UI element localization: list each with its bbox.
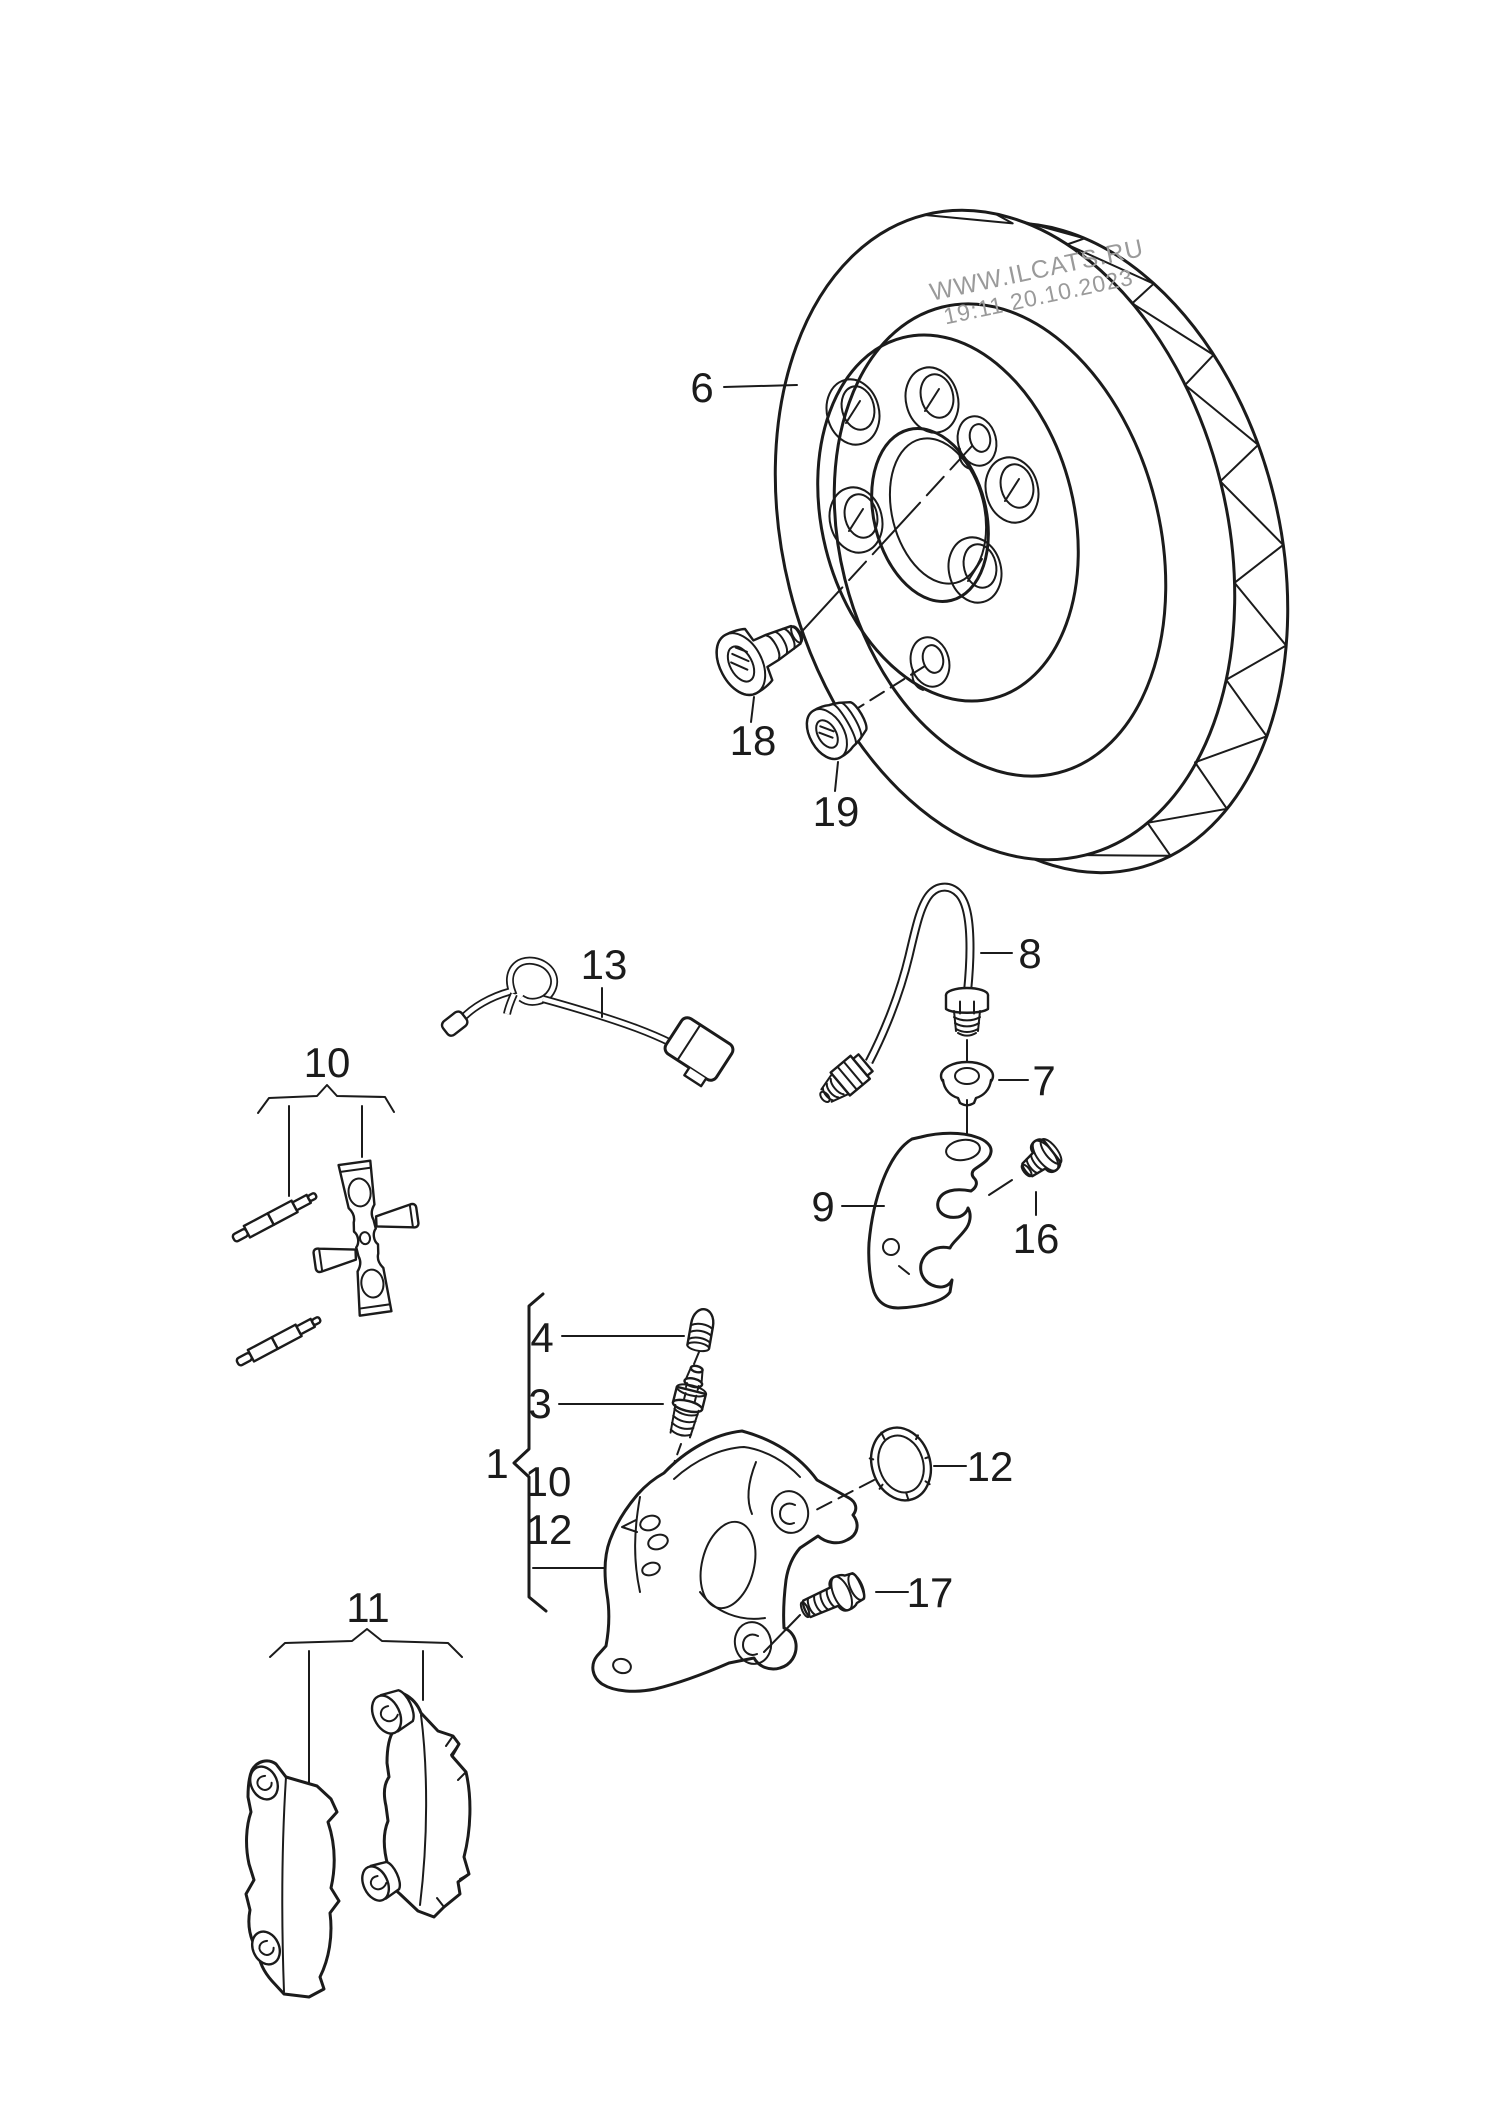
retainer-kit xyxy=(231,1084,420,1367)
hose-union-fitting xyxy=(944,986,990,1037)
leader-18 xyxy=(750,696,755,723)
brake-hose xyxy=(819,882,990,1103)
callout-13-label[interactable]: 13 xyxy=(581,941,628,988)
brace-11 xyxy=(269,1628,463,1658)
brake-pads xyxy=(244,1628,472,1999)
callout-10-label[interactable]: 10 xyxy=(304,1039,351,1086)
callout-18-label[interactable]: 18 xyxy=(730,717,777,764)
disc-lug-holes xyxy=(825,366,1040,604)
bleeder-valve xyxy=(669,1364,708,1439)
bolt16-align-line xyxy=(988,1179,1013,1196)
hose-end-fitting xyxy=(819,1053,874,1103)
pad-spring xyxy=(312,1159,420,1317)
callout-9-label[interactable]: 9 xyxy=(811,1183,834,1230)
sensor-connector xyxy=(663,1016,735,1088)
brake-disc xyxy=(773,208,1290,875)
callout-19: 19 xyxy=(813,761,860,835)
caliper-body xyxy=(591,1429,859,1693)
callout-11-label[interactable]: 11 xyxy=(346,1584,390,1631)
callout-8: 8 xyxy=(980,930,1042,977)
callout-8-label[interactable]: 8 xyxy=(1018,930,1041,977)
callout-9: 9 xyxy=(811,1183,885,1230)
disc-screw-holes xyxy=(909,415,998,691)
callout-6: 6 xyxy=(690,364,798,411)
callout-7-label[interactable]: 7 xyxy=(1032,1057,1055,1104)
alignment-line-18 xyxy=(794,445,973,640)
caliper-bolt xyxy=(799,1572,866,1619)
callout-10b-label[interactable]: 10 xyxy=(525,1458,572,1505)
pad-pin-1 xyxy=(231,1192,318,1243)
brace-10 xyxy=(257,1084,395,1114)
alignment-line-19 xyxy=(849,665,926,714)
seal-ring xyxy=(868,1426,933,1502)
disc-vent-hatching xyxy=(924,213,1288,857)
brace-1 xyxy=(512,1292,548,1613)
callout-3-label[interactable]: 3 xyxy=(528,1380,551,1427)
brake-pad-inner xyxy=(244,1759,341,1999)
hose-bracket xyxy=(867,1131,993,1310)
sensor-tip xyxy=(440,1010,469,1037)
callout-18: 18 xyxy=(730,696,777,764)
callout-1-label[interactable]: 1 xyxy=(485,1440,508,1487)
dust-cap xyxy=(686,1308,715,1353)
callout-13: 13 xyxy=(581,941,628,1018)
bracket-bolt xyxy=(1020,1137,1063,1178)
leader-19 xyxy=(834,761,839,792)
callout-12-label[interactable]: 12 xyxy=(967,1443,1014,1490)
callout-17: 17 xyxy=(875,1569,954,1616)
callout-12b-label[interactable]: 12 xyxy=(526,1506,573,1553)
speed-sensor xyxy=(440,956,735,1088)
callout-19-label[interactable]: 19 xyxy=(813,788,860,835)
seal-align-line xyxy=(811,1479,875,1513)
pad-pin-2 xyxy=(235,1316,322,1367)
retaining-clip xyxy=(939,1060,995,1107)
callout-7: 7 xyxy=(998,1057,1056,1104)
caliper-assembly-group: 1 4 3 10 12 xyxy=(485,1292,685,1613)
brake-pad-outer xyxy=(361,1689,472,1919)
callout-4-label[interactable]: 4 xyxy=(530,1314,553,1361)
bolt17-align-line xyxy=(763,1614,801,1653)
disc-bolt xyxy=(715,624,804,697)
callout-6-label[interactable]: 6 xyxy=(690,364,713,411)
callout-16: 16 xyxy=(1013,1191,1060,1262)
leader-6 xyxy=(723,384,798,388)
callout-16-label[interactable]: 16 xyxy=(1013,1215,1060,1262)
plug-bolt xyxy=(805,700,868,761)
callout-12: 12 xyxy=(933,1443,1014,1490)
callout-17-label[interactable]: 17 xyxy=(907,1569,954,1616)
